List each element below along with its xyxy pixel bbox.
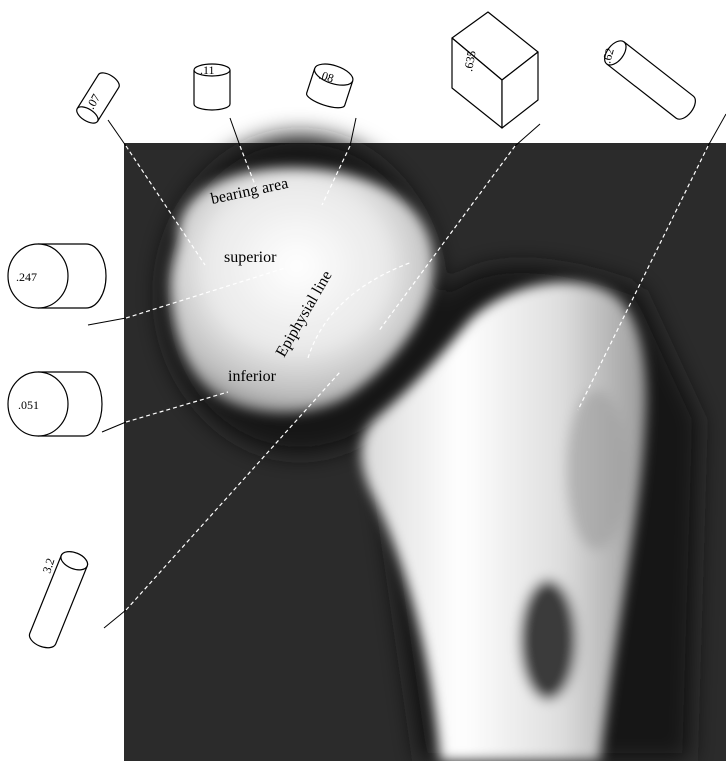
specimen-62-icon — [600, 37, 699, 123]
specimen-247-label: .247 — [16, 270, 37, 284]
specimen-08-icon — [305, 60, 356, 111]
specimen-11-label: .11 — [200, 63, 215, 77]
superior-label: superior — [224, 249, 277, 266]
specimen-32-icon — [27, 548, 90, 651]
specimen-051-label: .051 — [18, 398, 39, 412]
inferior-label: inferior — [228, 368, 277, 385]
